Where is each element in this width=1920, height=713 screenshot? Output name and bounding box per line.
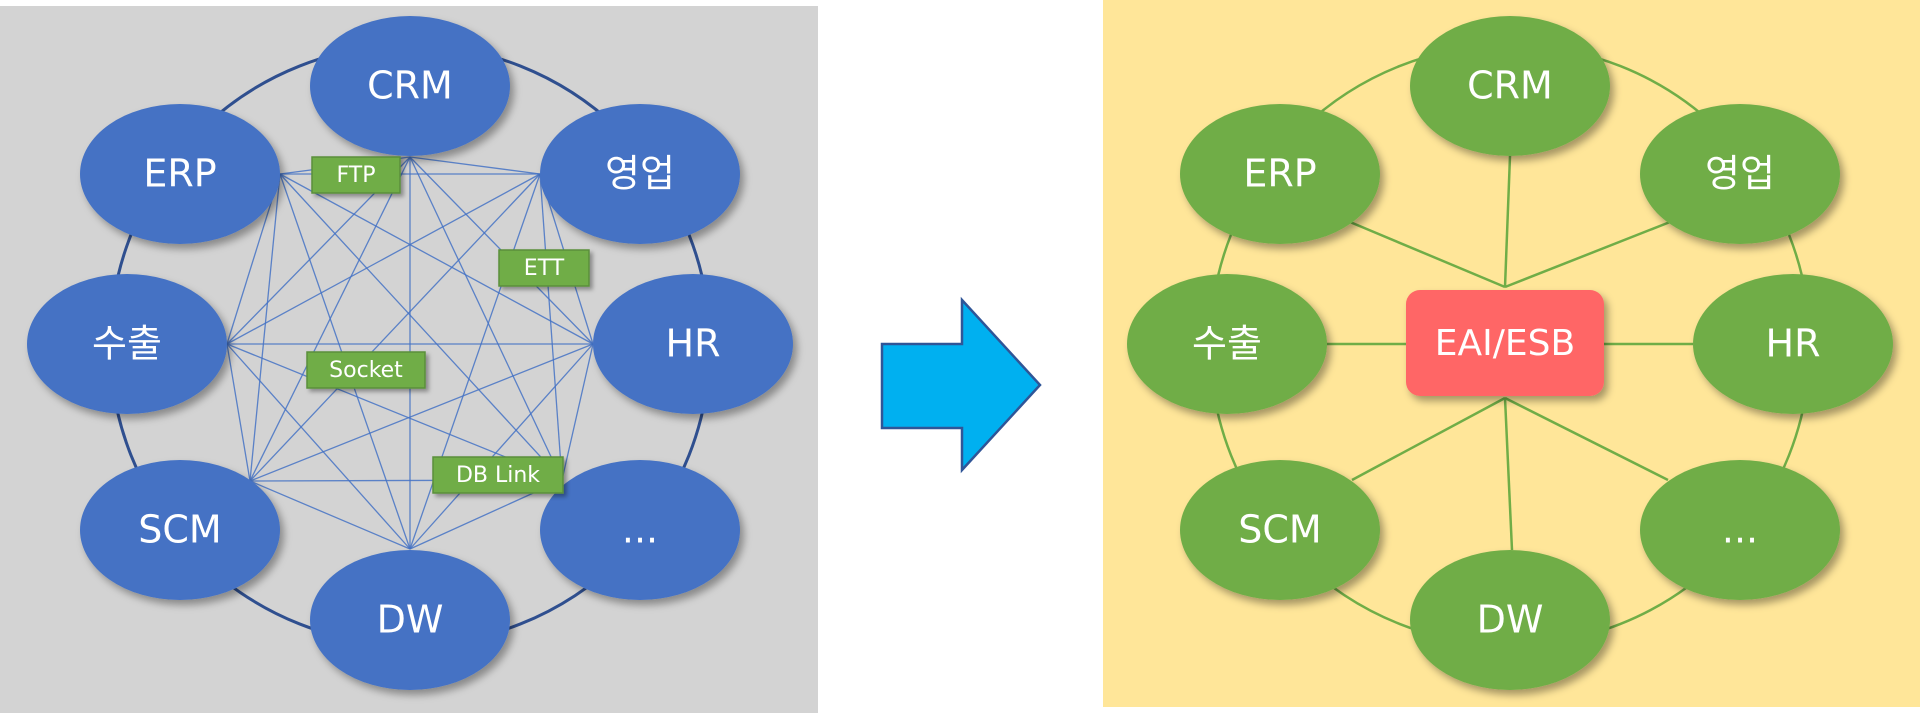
mesh-line-sales-etc <box>539 173 563 481</box>
left-node-hr: HR <box>593 274 793 414</box>
right-node-label: SCM <box>1238 508 1321 552</box>
point-to-point-panel: CRM 영업 HR... DW SCM 수출 ERP FTP ETT Socket DB Link <box>0 6 818 713</box>
left-node-ellipse <box>310 16 510 156</box>
hub-label: EAI/ESB <box>1435 323 1575 364</box>
left-node-crm: CRM <box>310 16 510 156</box>
left-node-etc: ... <box>540 460 740 600</box>
mesh-line-dw-scm <box>249 480 411 550</box>
right-node-hr: HR <box>1693 274 1893 414</box>
left-node-label: ... <box>622 508 658 552</box>
left-node-sales: 영업 <box>540 104 740 244</box>
right-node-label: 영업 <box>1705 152 1775 196</box>
left-node-export: 수출 <box>27 274 227 414</box>
hub-spoke-panel: CRM 영업 HR... DW SCM 수출 ERP EAI/ESB <box>1103 0 1920 707</box>
right-node-label: ERP <box>1243 152 1316 196</box>
right-nodes: CRM 영업 HR... DW SCM 수출 ERP <box>1127 16 1893 690</box>
spoke-dw <box>1503 397 1514 551</box>
left-node-ellipse <box>80 460 280 600</box>
mesh-line-crm-etc <box>409 156 563 481</box>
spoke-etc <box>1504 396 1669 482</box>
spoke-erp <box>1349 220 1506 289</box>
protocol-tag-dblink: DB Link <box>432 456 564 494</box>
right-node-label: ... <box>1722 508 1758 552</box>
mesh-line-scm-export <box>226 343 251 482</box>
left-node-label: 수출 <box>92 322 162 366</box>
left-node-label: ERP <box>143 152 216 196</box>
mesh-line-sales-export <box>226 173 541 345</box>
right-node-label: DW <box>1477 598 1544 642</box>
protocol-tag-label: FTP <box>337 163 376 188</box>
left-node-ellipse <box>540 460 740 600</box>
right-node-ellipse <box>1640 104 1840 244</box>
protocol-tag-ett: ETT <box>498 249 590 287</box>
right-node-ellipse <box>1693 274 1893 414</box>
mesh-line-hr-dw <box>409 343 594 550</box>
left-node-dw: DW <box>310 550 510 690</box>
protocol-tag-label: Socket <box>329 358 403 383</box>
right-node-ellipse <box>1180 460 1380 600</box>
protocol-tag-label: ETT <box>524 256 565 281</box>
left-node-ellipse <box>80 104 280 244</box>
left-node-label: 영업 <box>605 152 675 196</box>
hub: EAI/ESB <box>1406 290 1604 396</box>
mesh-line-dw-export <box>226 343 411 550</box>
protocol-tag-box <box>432 456 564 494</box>
mesh-line-etc-erp <box>279 173 563 481</box>
right-node-ellipse <box>1640 460 1840 600</box>
spoke-crm <box>1503 155 1512 288</box>
mesh-line-scm-erp <box>249 173 281 482</box>
left-node-label: DW <box>377 598 444 642</box>
right-node-ellipse <box>1180 104 1380 244</box>
protocol-tag-label: DB Link <box>456 463 540 488</box>
right-node-sales: 영업 <box>1640 104 1840 244</box>
left-node-label: SCM <box>138 508 221 552</box>
protocol-tag-box <box>306 351 426 389</box>
left-node-scm: SCM <box>80 460 280 600</box>
left-node-label: CRM <box>367 64 453 108</box>
left-node-ellipse <box>27 274 227 414</box>
right-node-etc: ... <box>1640 460 1840 600</box>
protocol-tag-socket: Socket <box>306 351 426 389</box>
right-node-label: CRM <box>1467 64 1553 108</box>
right-node-crm: CRM <box>1410 16 1610 156</box>
protocol-tag-box <box>498 249 590 287</box>
left-nodes: CRM 영업 HR... DW SCM 수출 ERP <box>27 16 793 690</box>
right-arrow-icon <box>880 296 1042 474</box>
left-node-erp: ERP <box>80 104 280 244</box>
right-node-erp: ERP <box>1180 104 1380 244</box>
right-node-ellipse <box>1127 274 1327 414</box>
mesh-line-sales-dw <box>409 173 541 550</box>
hub-box <box>1406 290 1604 396</box>
left-node-label: HR <box>666 322 721 366</box>
left-node-ellipse <box>540 104 740 244</box>
spoke-scm <box>1351 396 1506 482</box>
right-node-dw: DW <box>1410 550 1610 690</box>
protocol-tags: FTP ETT Socket DB Link <box>306 156 590 494</box>
mesh-line-hr-etc <box>561 343 594 481</box>
right-node-ellipse <box>1410 16 1610 156</box>
protocol-tag-box <box>311 156 401 194</box>
mesh-line-hr-erp <box>279 173 594 345</box>
right-node-label: HR <box>1766 322 1821 366</box>
spoke-sales <box>1504 220 1671 289</box>
right-node-export: 수출 <box>1127 274 1327 414</box>
mesh-line-hr-scm <box>249 343 594 482</box>
left-node-ellipse <box>593 274 793 414</box>
right-node-scm: SCM <box>1180 460 1380 600</box>
transition-arrow <box>880 296 1042 474</box>
mesh-line-crm-sales <box>409 156 541 175</box>
left-node-ellipse <box>310 550 510 690</box>
right-node-ellipse <box>1410 550 1610 690</box>
right-node-label: 수출 <box>1192 322 1262 366</box>
protocol-tag-ftp: FTP <box>311 156 401 194</box>
hub-spokes <box>1327 155 1693 551</box>
mesh-line-sales-scm <box>249 173 541 482</box>
